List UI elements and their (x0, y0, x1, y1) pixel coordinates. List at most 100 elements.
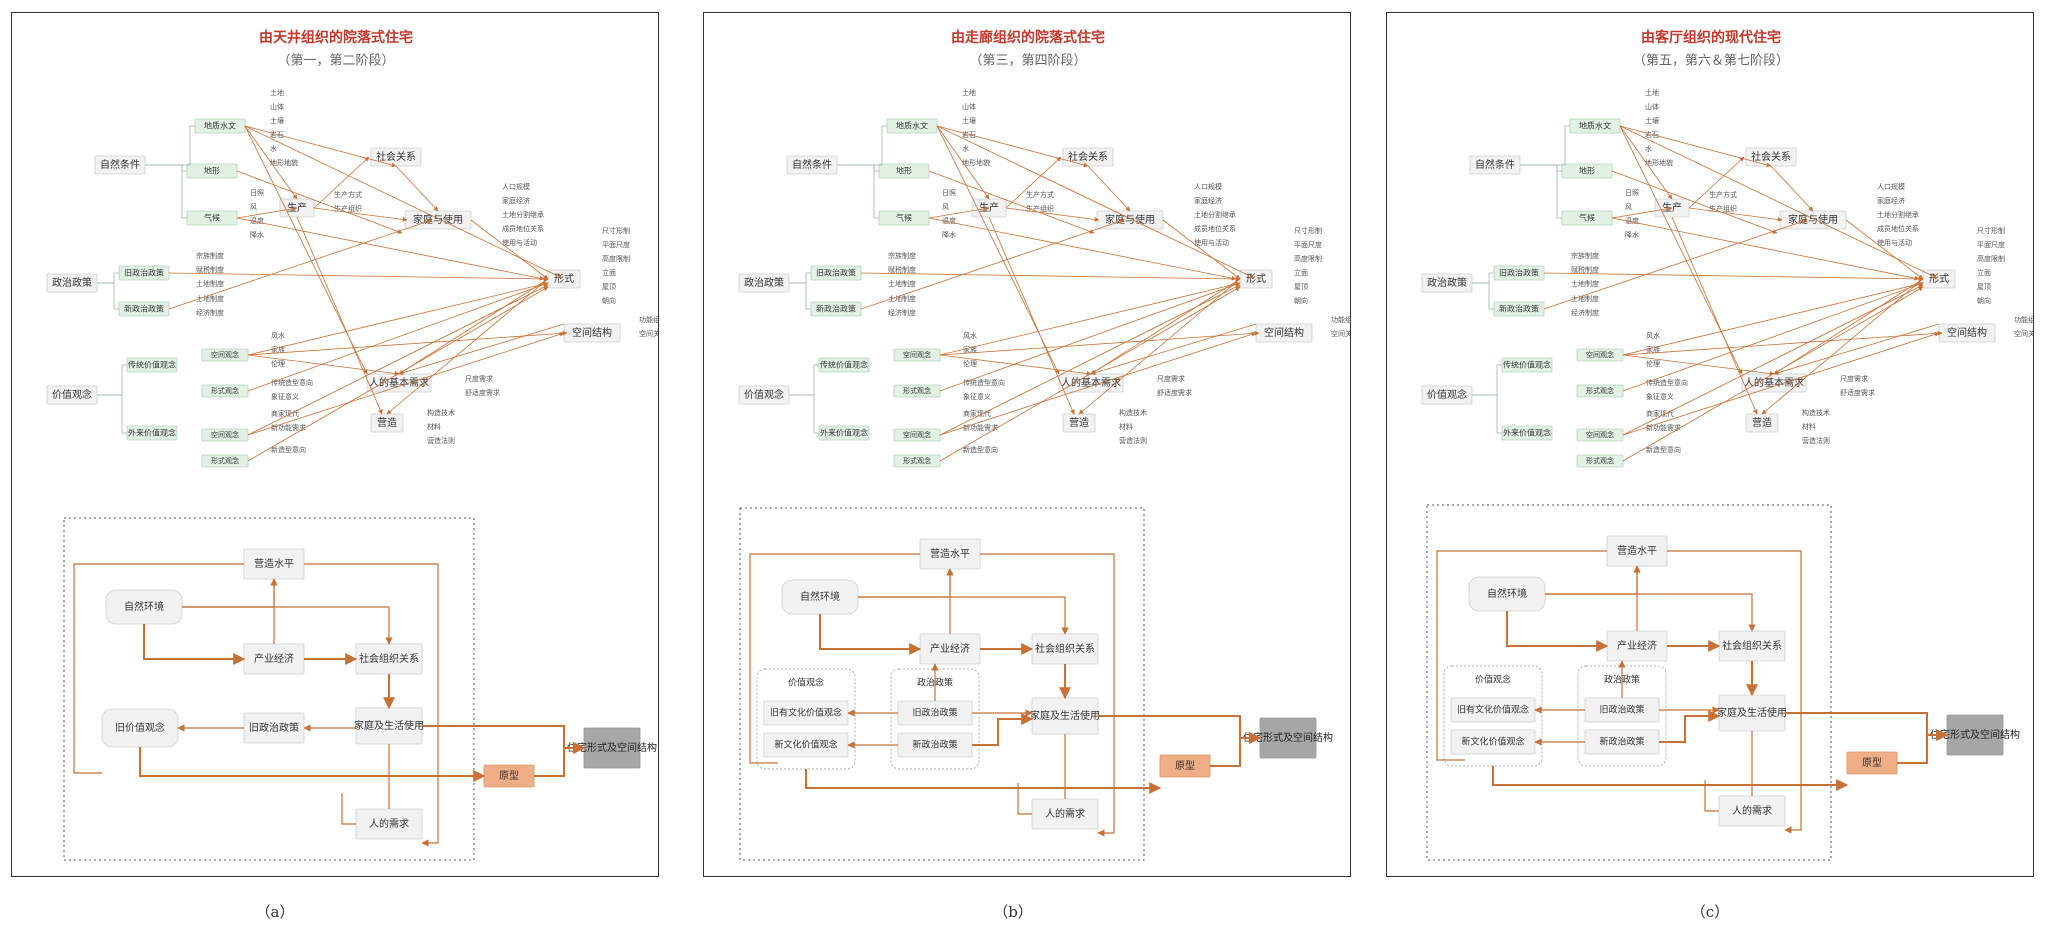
flow-arrow (805, 769, 1162, 794)
influence-link (1770, 165, 1814, 212)
flow-arrow (1897, 729, 1949, 764)
influence-link (936, 125, 1255, 279)
root-node: 政治政策 (52, 276, 92, 289)
influence-link (168, 272, 549, 282)
leaf-label: 商家现代 (1646, 409, 1674, 418)
panel-subtitle: （第一，第二阶段） (277, 54, 394, 69)
root-node: 政治政策 (744, 276, 784, 289)
leaf-label: 伦理 (271, 359, 285, 368)
leaf-label: 降水 (250, 230, 264, 239)
leaf-label: 风水 (1646, 331, 1660, 340)
sub-category-node: 形式观念 (903, 386, 931, 395)
leaf-label: 土地制度 (196, 279, 224, 288)
tree-connector (1472, 272, 1494, 284)
needs-node: 人的需求 (369, 817, 409, 830)
flow-arrow (1506, 611, 1609, 652)
nature-node: 自然环境 (1487, 587, 1527, 600)
old-policy-node: 旧政治政策 (912, 707, 957, 719)
leaf-label: 宗族制度 (196, 251, 224, 260)
category-node: 地质水文 (1579, 121, 1611, 131)
old-values-node: 旧有文化价值观念 (770, 707, 842, 719)
influence-link (244, 125, 368, 375)
leaf-label: 舒适度需求 (1840, 388, 1875, 397)
influence-link (1543, 219, 1808, 310)
tree-connector (789, 272, 811, 284)
craft-node: 营造水平 (1617, 544, 1657, 557)
leaf-label: 新造型意向 (271, 445, 306, 454)
leaf-label: 伦理 (1646, 359, 1660, 368)
flow-arrow (972, 713, 1034, 746)
leaf-label: 宗族制度 (888, 251, 916, 260)
hub-node: 社会关系 (376, 150, 416, 163)
flow-arrow (1492, 766, 1849, 791)
leaf-label: 生产方式 (334, 190, 362, 199)
leaf-label: 构造技术 (1119, 408, 1147, 417)
leaf-label: 尺度需求 (1157, 374, 1185, 383)
influence-link (1611, 170, 1778, 234)
category-node: 气候 (896, 213, 912, 223)
leaf-label: 朝向 (602, 296, 616, 305)
leaf-label: 立面 (602, 268, 616, 277)
leaf-label: 材料 (427, 422, 441, 431)
caption-b: （b） (993, 903, 1033, 921)
leaf-label: 宗族制度 (1571, 251, 1599, 260)
needs-node: 人的需求 (1732, 804, 1772, 817)
leaf-label: 新功能需求 (1646, 423, 1681, 432)
flow-arrow (422, 725, 586, 754)
leaf-label: 象征意义 (963, 392, 991, 401)
old-values-node: 旧有文化价值观念 (1457, 704, 1529, 716)
flow-arrow (73, 563, 244, 774)
hub-node: 人的基本需求 (1744, 376, 1804, 389)
hub-node: 形式 (1929, 272, 1949, 285)
influence-link (988, 216, 1075, 415)
hub-node: 空间结构 (1947, 326, 1987, 339)
leaf-label: 水 (962, 144, 969, 153)
influence-link (247, 332, 565, 436)
influence-link (1090, 278, 1241, 375)
leaf-label: 经济制度 (1571, 308, 1599, 317)
leaf-label: 尺寸形制 (1977, 226, 2005, 235)
leaf-label: 土壤 (270, 116, 284, 125)
flow-arrow (980, 553, 1115, 837)
leaf-label: 风 (942, 203, 949, 211)
leaf-label: 土地 (962, 88, 976, 97)
influence-link (244, 125, 298, 200)
category-node: 传统价值观念 (1503, 360, 1551, 370)
leaf-label: 屋顶 (1977, 283, 1991, 291)
category-node: 气候 (1579, 213, 1595, 223)
influence-link (1622, 332, 1940, 436)
leaf-label: 山体 (962, 102, 976, 111)
root-node: 自然条件 (792, 158, 832, 171)
family-node: 家庭及生活使用 (1717, 706, 1787, 719)
panel-a: 由天井组织的院落式住宅（第一，第二阶段）自然条件政治政策价值观念地质水文地形气候… (11, 12, 659, 877)
hub-node: 社会关系 (1751, 150, 1791, 163)
leaf-label: 土壤 (1645, 116, 1659, 125)
old-policy-node: 旧政治政策 (1599, 704, 1644, 716)
leaf-label: 功能组成 (2014, 315, 2033, 324)
tree-connector (1472, 282, 1494, 310)
category-node: 传统价值观念 (820, 360, 868, 370)
leaf-label: 平面尺度 (602, 240, 630, 249)
leaf-label: 地形地貌 (270, 158, 298, 167)
tree-connector (97, 272, 119, 284)
diagram-b: 由走廊组织的院落式住宅（第三，第四阶段）自然条件政治政策价值观念地质水文地形气候… (738, 29, 1350, 861)
sub-category-node: 空间观念 (1586, 430, 1614, 439)
sub-category-node: 空间观念 (903, 350, 931, 359)
leaf-label: 生产方式 (1026, 190, 1054, 199)
category-node: 气候 (204, 213, 220, 223)
leaf-label: 高度限制 (1977, 254, 2005, 263)
influence-link (247, 282, 549, 392)
category-node: 外来价值观念 (128, 428, 176, 438)
leaf-label: 家族 (1646, 345, 1660, 354)
leaf-label: 功能组成 (639, 315, 658, 324)
influence-link (928, 170, 1095, 234)
influence-link (939, 286, 1241, 462)
leaf-label: 生产组织 (1026, 204, 1054, 213)
leaf-label: 营造法则 (1119, 436, 1147, 445)
flow-arrow (1545, 565, 1641, 595)
leaf-label: 商家现代 (963, 409, 991, 418)
leaf-label: 土地分割继承 (1194, 210, 1236, 219)
influence-link (313, 156, 370, 209)
panel-subtitle: （第五，第六＆第七阶段） (1633, 54, 1789, 69)
hub-node: 形式 (554, 272, 574, 285)
